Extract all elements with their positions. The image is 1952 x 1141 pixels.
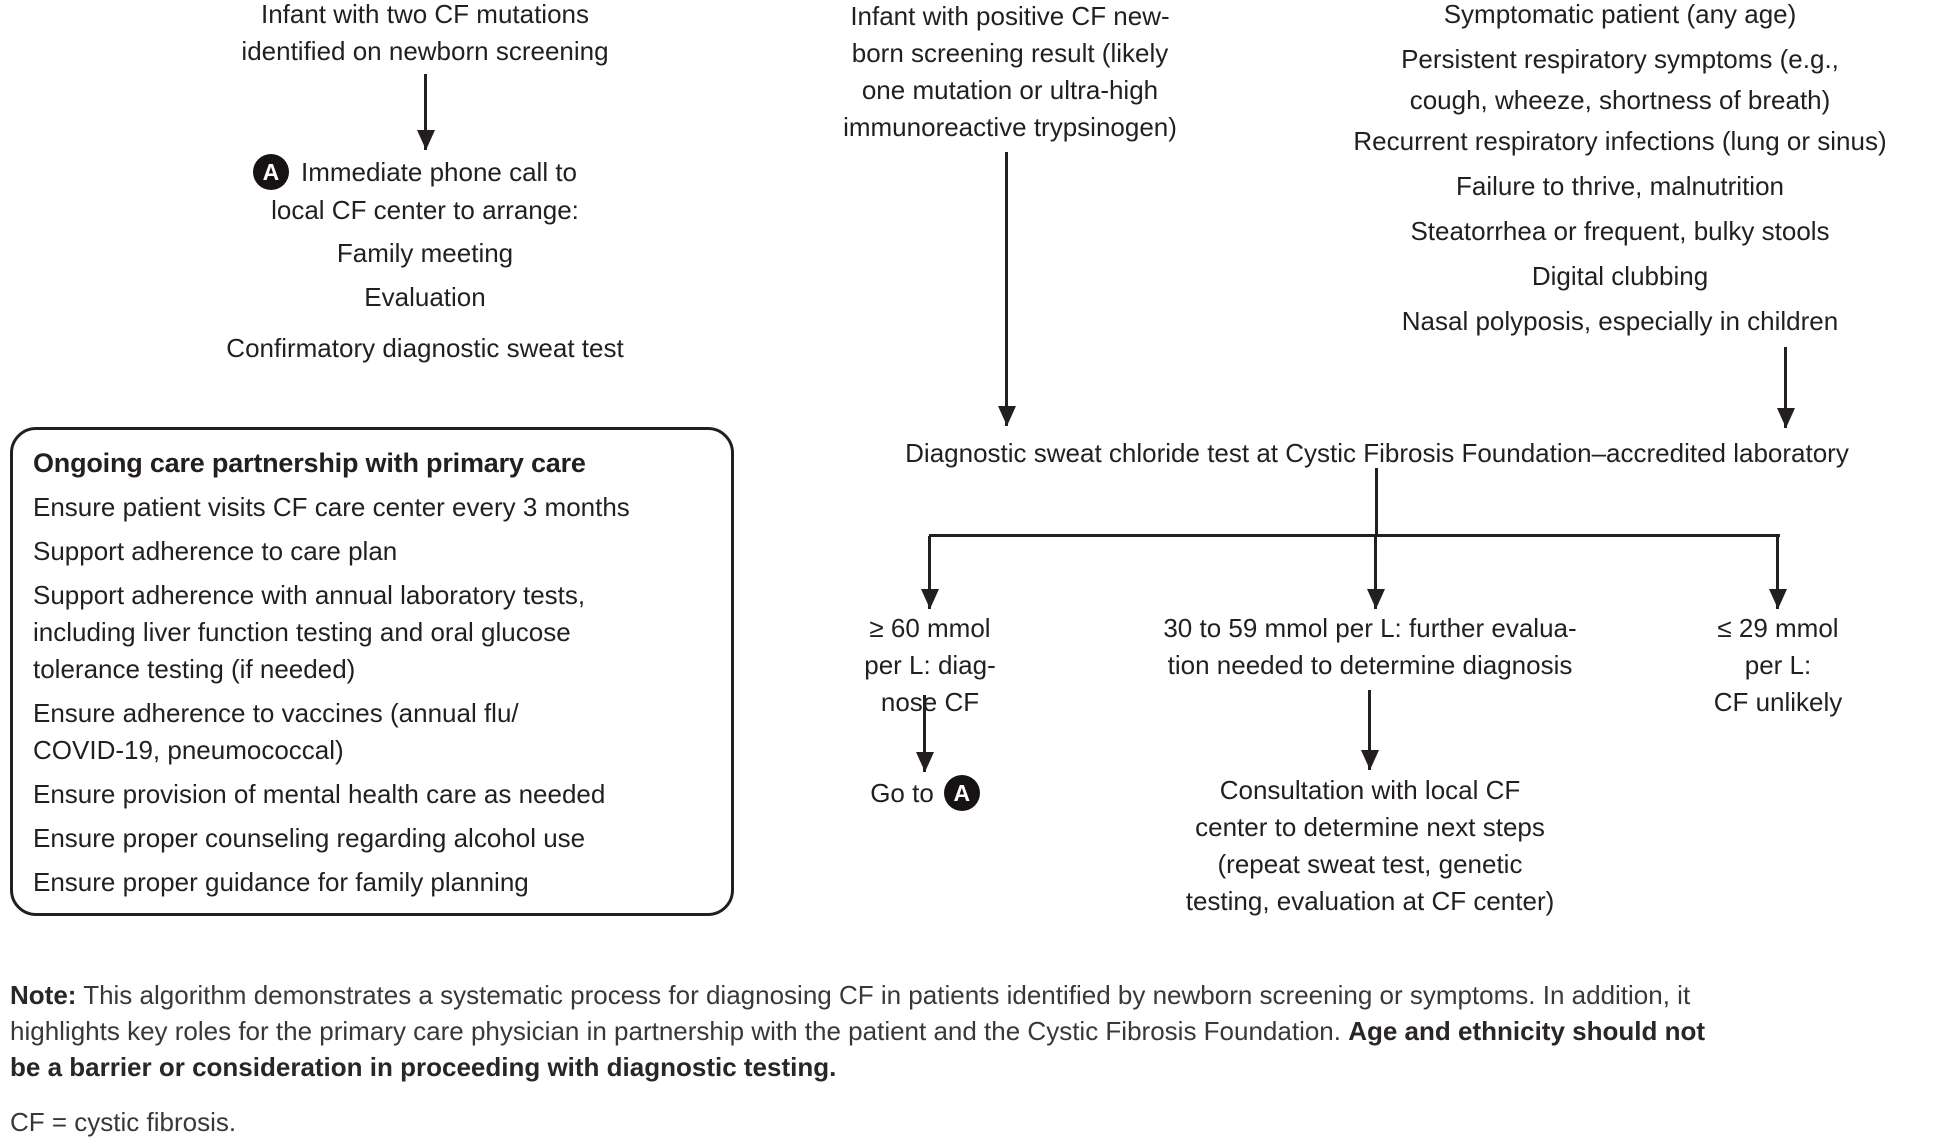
care-item-line: Ensure patient visits CF care center eve…: [33, 492, 630, 522]
arrowhead-icon: [997, 406, 1016, 426]
note-label: Note:: [10, 980, 77, 1010]
action-a-item: Family meeting: [336, 238, 514, 268]
care-item-line: Support adherence to care plan: [33, 536, 398, 566]
symptom-line: Failure to thrive, malnutrition: [1455, 171, 1785, 201]
node-sweat-chloride-test: Diagnostic sweat chloride test at Cystic…: [905, 438, 1849, 468]
node-action-a-header: A Immediate phone call to: [150, 152, 680, 192]
node-symptomatic-patient: Symptomatic patient (any age) Persistent…: [1270, 0, 1952, 344]
abbreviation-key: CF = cystic fibrosis.: [10, 1107, 237, 1137]
arrow-two-mutations-to-action-a: [416, 74, 435, 150]
arrow-30to59-to-consultation: [1360, 690, 1379, 770]
care-item: Ensure provision of mental health care a…: [33, 776, 711, 813]
care-item: Ensure proper guidance for family planni…: [33, 864, 711, 901]
result-line: ≤ 29 mmol: [1717, 613, 1839, 643]
node-line: local CF center to arrange:: [271, 195, 579, 225]
consultation-line: center to determine next steps: [1195, 812, 1545, 842]
node-newborn-two-mutations: Infant with two CF mutations identified …: [160, 0, 690, 70]
arrow-newborn-positive-to-sweat-test: [997, 152, 1016, 426]
arrow-branch-le29: [1768, 536, 1787, 609]
action-a-item: Evaluation: [364, 282, 486, 312]
symptom-line: Nasal polyposis, especially in children: [1401, 306, 1839, 336]
consultation-line: testing, evaluation at CF center): [1185, 886, 1555, 916]
care-item-line: COVID-19, pneumococcal): [33, 735, 344, 765]
node-line: identified on newborn screening: [241, 36, 609, 66]
connector-bar: [929, 534, 1780, 537]
node-line: immunoreactive trypsinogen): [843, 112, 1177, 142]
node-line: born screening result (likely: [851, 38, 1169, 68]
care-item-line: Support adherence with annual laboratory…: [33, 580, 586, 610]
arrowhead-icon: [1366, 589, 1385, 609]
consultation-line: Consultation with local CF: [1219, 775, 1521, 805]
result-line: per L:: [1744, 650, 1812, 680]
ongoing-care-title: Ongoing care partnership with primary ca…: [33, 448, 586, 478]
marker-a-badge: A: [943, 775, 980, 811]
ongoing-care-box: Ongoing care partnership with primary ca…: [10, 427, 734, 916]
node-consultation: Consultation with local CF center to det…: [1130, 772, 1610, 920]
node-result-ge60: ≥ 60 mmol per L: diag- nose CF: [780, 610, 1080, 721]
marker-a-badge: A: [252, 154, 289, 190]
symptom-line: cough, wheeze, shortness of breath): [1409, 85, 1831, 115]
result-line: nose CF: [880, 687, 980, 717]
action-a-item: Confirmatory diagnostic sweat test: [226, 333, 624, 363]
care-item-line: tolerance testing (if needed): [33, 654, 356, 684]
arrowhead-icon: [1360, 750, 1379, 770]
care-item-line: Ensure proper counseling regarding alcoh…: [33, 823, 586, 853]
arrowhead-icon: [1776, 408, 1795, 428]
node-result-le29: ≤ 29 mmol per L: CF unlikely: [1628, 610, 1928, 721]
care-item-line: Ensure provision of mental health care a…: [33, 779, 606, 809]
symptom-line: Digital clubbing: [1531, 261, 1709, 291]
care-item: Ensure patient visits CF care center eve…: [33, 489, 711, 526]
arrowhead-icon: [915, 752, 934, 772]
care-item-line: including liver function testing and ora…: [33, 617, 571, 647]
symptom-line: Recurrent respiratory infections (lung o…: [1353, 126, 1887, 156]
result-line: ≥ 60 mmol: [869, 613, 991, 643]
arrowhead-icon: [416, 130, 435, 150]
note-line: Note: This algorithm demonstrates a syst…: [10, 980, 1691, 1010]
care-item: Support adherence with annual laboratory…: [33, 577, 711, 688]
node-line: Infant with positive CF new-: [850, 1, 1170, 31]
symptom-line: Steatorrhea or frequent, bulky stools: [1410, 216, 1830, 246]
result-line: CF unlikely: [1713, 687, 1843, 717]
arrow-branch-30to59: [1366, 536, 1385, 609]
node-line: one mutation or ultra-high: [861, 75, 1159, 105]
arrow-ge60-to-goto-a: [915, 695, 934, 772]
note-line: be a barrier or consideration in proceed…: [10, 1052, 837, 1082]
care-item-line: Ensure adherence to vaccines (annual flu…: [33, 698, 519, 728]
care-item: Ensure adherence to vaccines (annual flu…: [33, 695, 711, 769]
result-line: 30 to 59 mmol per L: further evalua-: [1163, 613, 1577, 643]
connector-stem: [1375, 468, 1378, 536]
node-goto-a: Go to A: [775, 772, 1075, 814]
arrowhead-icon: [1768, 589, 1787, 609]
arrow-symptomatic-to-sweat-test: [1776, 347, 1795, 428]
node-newborn-positive: Infant with positive CF new- born screen…: [760, 0, 1260, 146]
node-line: Infant with two CF mutations: [260, 0, 590, 29]
result-line: tion needed to determine diagnosis: [1167, 650, 1573, 680]
arrowhead-icon: [920, 589, 939, 609]
care-item: Support adherence to care plan: [33, 533, 711, 570]
node-result-30to59: 30 to 59 mmol per L: further evalua- tio…: [1090, 610, 1650, 684]
symptom-line: Persistent respiratory symptoms (e.g.,: [1401, 44, 1839, 74]
node-line: Immediate phone call to: [300, 157, 578, 187]
symptom-line: Symptomatic patient (any age): [1443, 0, 1797, 29]
result-line: per L: diag-: [864, 650, 996, 680]
goto-label: Go to: [870, 778, 934, 808]
care-item-line: Ensure proper guidance for family planni…: [33, 867, 529, 897]
care-item: Ensure proper counseling regarding alcoh…: [33, 820, 711, 857]
arrow-branch-ge60: [920, 536, 939, 609]
note-line: highlights key roles for the primary car…: [10, 1016, 1705, 1046]
consultation-line: (repeat sweat test, genetic: [1217, 849, 1523, 879]
note-paragraph: Note: This algorithm demonstrates a syst…: [10, 977, 1950, 1085]
